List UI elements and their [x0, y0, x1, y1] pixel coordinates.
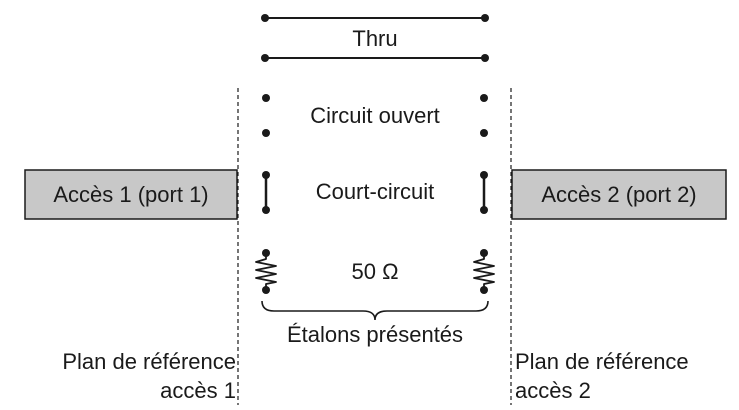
terminal-dot: [262, 171, 270, 179]
port-2-label: Accès 2 (port 2): [541, 182, 696, 207]
terminal-dot: [262, 94, 270, 102]
reference-plane-2-line1: Plan de référence: [515, 349, 689, 374]
thru-standard: Thru: [261, 14, 489, 62]
reference-plane-1-line1: Plan de référence: [62, 349, 236, 374]
terminal-dot: [481, 14, 489, 22]
terminal-dot: [262, 206, 270, 214]
open-standard: Circuit ouvert: [262, 94, 488, 137]
port-2-box: Accès 2 (port 2): [511, 169, 727, 220]
standards-brace: [261, 300, 489, 321]
short-label: Court-circuit: [316, 179, 435, 204]
load-standard: 50 Ω: [255, 249, 495, 294]
reference-plane-2-line2: accès 2: [515, 378, 591, 403]
short-standard: Court-circuit: [262, 171, 488, 214]
terminal-dot: [480, 206, 488, 214]
thru-label: Thru: [352, 26, 397, 51]
reference-plane-1-line2: accès 1: [160, 378, 236, 403]
port-1-box: Accès 1 (port 1): [24, 169, 238, 220]
open-label: Circuit ouvert: [310, 103, 440, 128]
terminal-dot: [481, 54, 489, 62]
terminal-dot: [261, 14, 269, 22]
resistor-right-icon: [473, 253, 495, 290]
terminal-dot: [480, 171, 488, 179]
load-label: 50 Ω: [351, 259, 398, 284]
port-1-rect: [24, 169, 238, 220]
terminal-dot: [261, 54, 269, 62]
terminal-dot: [480, 129, 488, 137]
brace-caption: Étalons présentés: [287, 322, 463, 347]
terminal-dot: [480, 94, 488, 102]
port-2-rect: [511, 169, 727, 220]
port-1-label: Accès 1 (port 1): [53, 182, 208, 207]
resistor-left-icon: [255, 253, 277, 290]
terminal-dot: [262, 129, 270, 137]
